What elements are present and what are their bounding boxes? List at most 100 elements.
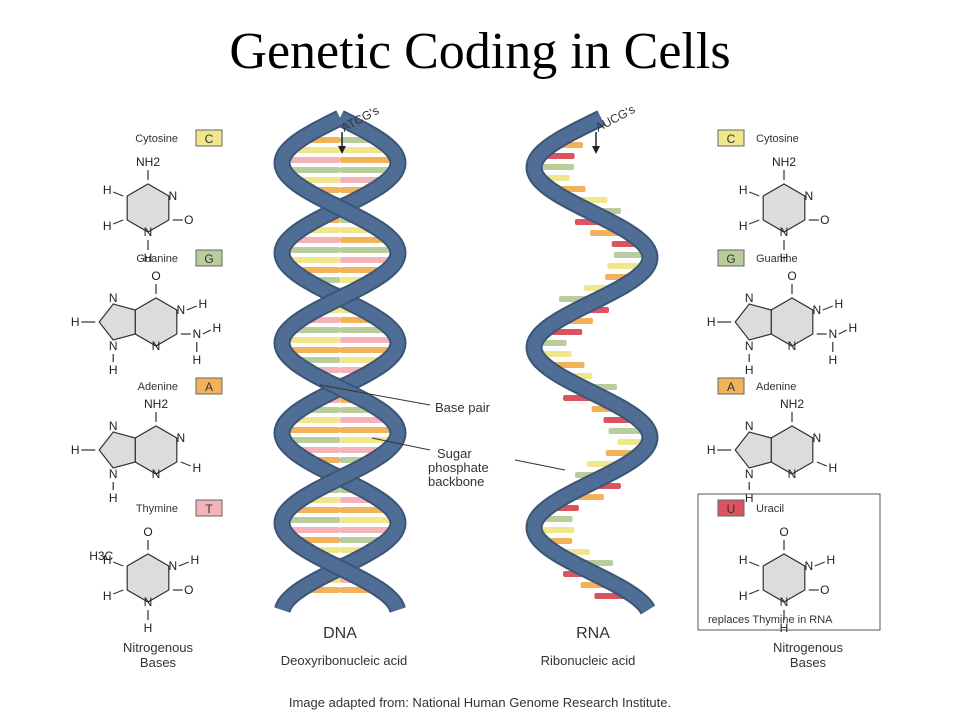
uracil-box [697, 493, 881, 631]
atom-label: N [804, 189, 813, 203]
rna-base [617, 439, 644, 445]
atom-label: H [212, 321, 221, 335]
bond [822, 305, 834, 311]
ring [762, 553, 806, 603]
right-base-swatch-uracil [717, 499, 745, 517]
atom-label: H [109, 491, 118, 505]
right-footer-line1: Nitrogenous [773, 640, 844, 655]
uracil-note: replaces Thymine in RNA [708, 614, 833, 626]
ring [98, 303, 136, 341]
dna-base-pair-left [293, 417, 340, 423]
left-base-swatch-thymine [195, 499, 223, 517]
atom-label: N [168, 559, 177, 573]
atom-label: N [192, 327, 201, 341]
atom-label: N [176, 431, 185, 445]
atom-label: O [184, 213, 193, 227]
right-base-name-uracil: Uracil [756, 503, 784, 515]
ring [734, 303, 772, 341]
base-pair-leader [319, 384, 431, 406]
dna-base-pair-right [340, 177, 383, 183]
atom-label: H [109, 363, 118, 377]
atom-label: H [192, 353, 201, 367]
backbone-label-3: backbone [428, 474, 484, 489]
rna-base [542, 516, 573, 522]
right-base-letter-cytosine: C [727, 132, 736, 146]
atom-label: O [820, 583, 829, 597]
atom-label: N [780, 595, 789, 609]
atom-label: NH2 [772, 155, 796, 169]
atom-label: H [144, 621, 153, 635]
atom-label: N [176, 303, 185, 317]
rna-base [540, 527, 575, 533]
atom-label: H [780, 621, 789, 635]
atom-label: H [103, 553, 112, 567]
dna-base-pair-right [340, 247, 392, 253]
dna-base-pair-left [288, 337, 340, 343]
dna-base-pair-right [340, 157, 392, 163]
atom-label: N [152, 467, 161, 481]
right-base-name-guanine: Guanine [756, 253, 798, 265]
atom-label: NH2 [136, 155, 160, 169]
rna-base [540, 164, 575, 170]
dna-base-pair-right [340, 267, 383, 273]
atom-label: O [143, 525, 152, 539]
atom-label: H [826, 553, 835, 567]
dna-base-pair-right [340, 507, 387, 513]
atom-label: N [788, 339, 797, 353]
left-base-letter-thymine: T [205, 502, 213, 516]
rna-base [613, 252, 644, 258]
dna-full-name: Deoxyribonucleic acid [281, 653, 407, 668]
right-base-swatch-guanine [717, 249, 745, 267]
atom-label: H [739, 589, 748, 603]
atom-label: N [828, 327, 837, 341]
bond [178, 561, 190, 567]
atom-label: NH2 [144, 397, 168, 411]
dna-base-pair-right [340, 147, 387, 153]
left-base-name-guanine: Guanine [136, 253, 178, 265]
atom-label: O [820, 213, 829, 227]
dna-base-pair-left [288, 517, 340, 523]
atom-label: N [109, 339, 118, 353]
atom-label: N [812, 431, 821, 445]
bond [180, 461, 192, 467]
image-credit: Image adapted from: National Human Genom… [289, 695, 671, 710]
dna-base-pair-right [340, 327, 387, 333]
atom-label: N [780, 225, 789, 239]
bond [816, 461, 828, 467]
dna-base-pair-left [289, 347, 340, 353]
bond [748, 589, 760, 595]
rna-base [541, 351, 572, 357]
dna-base-pair-left [293, 507, 340, 513]
right-base-name-adenine: Adenine [756, 381, 796, 393]
atom-label: N [745, 291, 754, 305]
dna-base-pair-left [297, 357, 340, 363]
dna-base-pair-right [340, 167, 391, 173]
atom-label: H [103, 183, 112, 197]
atom-label: H [103, 219, 112, 233]
dna-base-pair-right [340, 417, 387, 423]
ring [762, 183, 806, 233]
dna-base-pair-right [340, 447, 383, 453]
bond [748, 191, 760, 197]
dna-base-pair-left [288, 427, 340, 433]
left-footer-line2: Bases [140, 655, 177, 670]
atom-label: N [109, 419, 118, 433]
atom-label: N [109, 467, 118, 481]
right-base-swatch-adenine [717, 377, 745, 395]
dna-base-pair-right [340, 357, 383, 363]
dna-base-pair-left [289, 167, 340, 173]
backbone-leader-rna [514, 459, 566, 471]
bond [814, 561, 826, 567]
atom-label: H [828, 461, 837, 475]
atom-label: H [144, 251, 153, 265]
rna-base [608, 428, 643, 434]
rna-strand [525, 110, 659, 615]
rna-full-name: Ribonucleic acid [541, 653, 636, 668]
dna-base-pair-left [297, 177, 340, 183]
